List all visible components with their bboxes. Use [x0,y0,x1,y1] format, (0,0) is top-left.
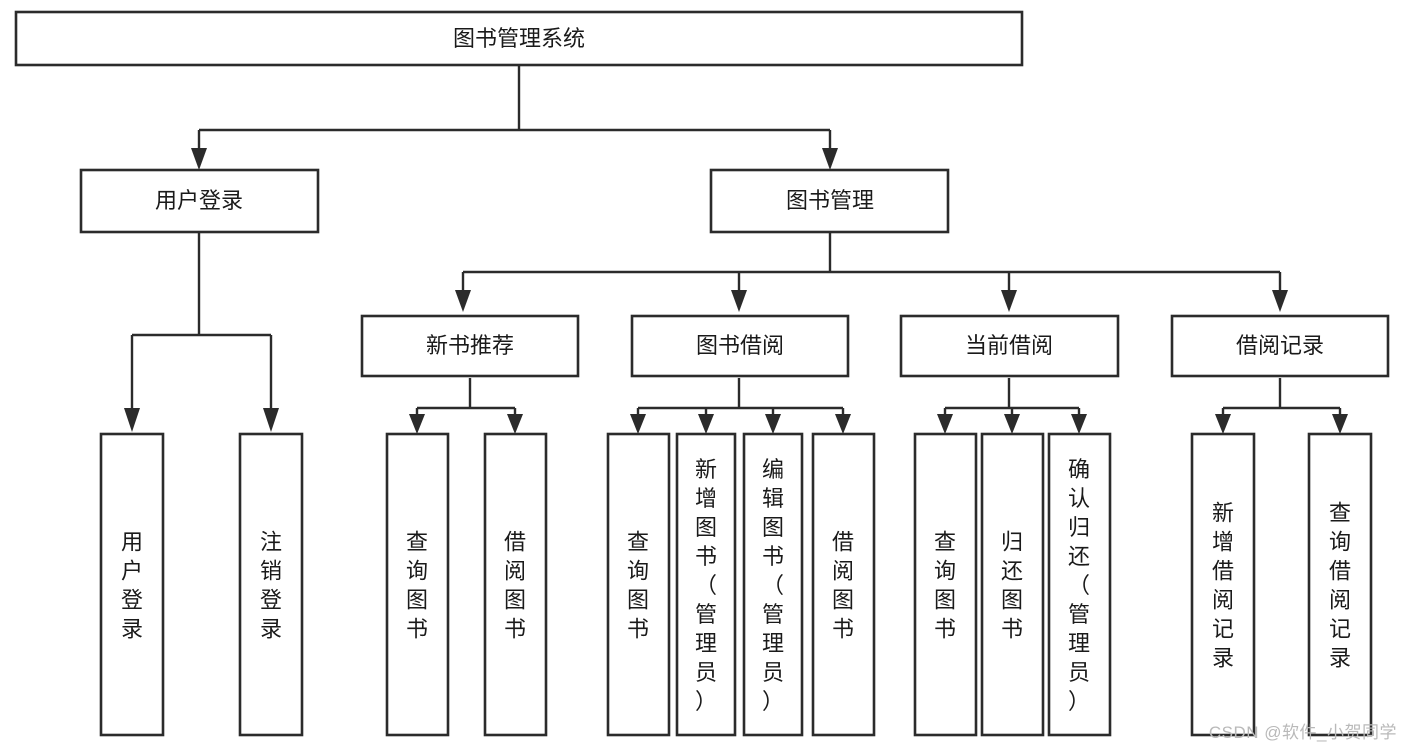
node-user-login-box[interactable] [79,168,320,234]
leaf-cb-confirm-return[interactable]: 确认归还（管理员） [1047,432,1112,737]
leaf-br-query-record[interactable]: 查询借阅记录 [1307,432,1373,737]
node-new-book-recommend-box[interactable] [360,314,580,378]
node-borrow-record-box[interactable] [1170,314,1390,378]
arrow-to-leaf-nb-query [409,414,425,434]
leaf-bb-borrow-book-label: 借阅图书 [832,530,854,642]
leaf-nb-borrow-book[interactable]: 借阅图书 [483,432,548,737]
arrow-to-new-book [455,290,471,312]
leaf-br-add-record-label: 新增借阅记录 [1212,501,1234,671]
node-book-management[interactable]: 图书管理 [709,168,950,234]
leaf-br-query-record-label: 查询借阅记录 [1329,501,1351,671]
arrow-to-leaf-br-add [1215,414,1231,434]
leaf-bb-query-book-box[interactable] [606,432,671,737]
leaf-cb-query-book[interactable]: 查询图书 [913,432,978,737]
arrow-to-leaf-cb-confirm [1071,414,1087,434]
arrow-to-leaf-br-query [1332,414,1348,434]
leaf-cb-return-book-box[interactable] [980,432,1045,737]
connector-layer [124,65,1348,434]
node-user-login[interactable]: 用户登录 [79,168,320,234]
leaf-br-add-record[interactable]: 新增借阅记录 [1190,432,1256,737]
arrow-to-leaf-bb-edit [765,414,781,434]
leaf-user-login-box[interactable] [99,432,165,737]
node-book-management-box[interactable] [709,168,950,234]
node-book-borrow-label: 图书借阅 [696,333,784,358]
leaf-bb-edit-book[interactable]: 编辑图书（管理员） [742,432,804,737]
leaf-nb-query-book-label: 查询图书 [406,530,428,642]
arrow-to-leaf-nb-borrow [507,414,523,434]
arrow-to-book-mgmt [822,148,838,170]
leaf-nb-borrow-book-box[interactable] [483,432,548,737]
leaf-cb-query-book-box[interactable] [913,432,978,737]
leaf-user-logout-box[interactable] [238,432,304,737]
leaf-bb-borrow-book-box[interactable] [811,432,876,737]
arrow-to-leaf-cb-query [937,414,953,434]
leaf-cb-return-book[interactable]: 归还图书 [980,432,1045,737]
node-root[interactable]: 图书管理系统 [14,10,1024,67]
leaf-layer: 用户登录 注销登录 查询图书 借阅图书 查询图书 新增图书（管理员） [99,432,1373,737]
leaf-nb-query-book-box[interactable] [385,432,450,737]
leaf-nb-query-book[interactable]: 查询图书 [385,432,450,737]
leaf-cb-query-book-label: 查询图书 [934,530,956,642]
arrow-to-borrow-record [1272,290,1288,312]
leaf-bb-add-book-label: 新增图书（管理员） [695,457,717,714]
leaf-bb-add-book-box[interactable] [675,432,737,737]
arrow-to-book-borrow [731,290,747,312]
node-borrow-record-label: 借阅记录 [1236,333,1324,358]
arrow-to-leaf-cb-return [1004,414,1020,434]
leaf-user-logout-label: 注销登录 [260,530,282,642]
node-borrow-record[interactable]: 借阅记录 [1170,314,1390,378]
leaf-user-logout[interactable]: 注销登录 [238,432,304,737]
node-user-login-label: 用户登录 [155,188,243,213]
leaf-br-query-record-box[interactable] [1307,432,1373,737]
arrow-to-leaf-bb-add [698,414,714,434]
leaf-nb-borrow-book-label: 借阅图书 [504,530,526,642]
arrow-to-leaf-user-logout [263,408,279,432]
arrow-to-leaf-bb-query [630,414,646,434]
node-root-box[interactable] [14,10,1024,67]
node-book-borrow-box[interactable] [630,314,850,378]
leaf-br-add-record-box[interactable] [1190,432,1256,737]
leaf-bb-borrow-book[interactable]: 借阅图书 [811,432,876,737]
leaf-cb-return-book-label: 归还图书 [1001,530,1023,642]
leaf-user-login-label: 用户登录 [121,530,143,642]
leaf-cb-confirm-return-label: 确认归还（管理员） [1068,457,1090,714]
leaf-bb-edit-book-box[interactable] [742,432,804,737]
leaf-bb-query-book-label: 查询图书 [627,530,649,642]
leaf-cb-confirm-return-box[interactable] [1047,432,1112,737]
arrow-to-leaf-bb-borrow [835,414,851,434]
arrow-to-current-borrow [1001,290,1017,312]
leaf-bb-edit-book-label: 编辑图书（管理员） [762,457,784,714]
arrow-to-user-login [191,148,207,170]
node-book-management-label: 图书管理 [786,188,874,213]
node-current-borrow-box[interactable] [899,314,1120,378]
leaf-user-login[interactable]: 用户登录 [99,432,165,737]
node-current-borrow-label: 当前借阅 [965,333,1053,358]
arrow-to-leaf-user-login [124,408,140,432]
leaf-bb-add-book[interactable]: 新增图书（管理员） [675,432,737,737]
node-new-book-recommend[interactable]: 新书推荐 [360,314,580,378]
node-root-label: 图书管理系统 [453,26,585,51]
node-book-borrow[interactable]: 图书借阅 [630,314,850,378]
node-current-borrow[interactable]: 当前借阅 [899,314,1120,378]
node-new-book-recommend-label: 新书推荐 [426,333,514,358]
leaf-bb-query-book[interactable]: 查询图书 [606,432,671,737]
